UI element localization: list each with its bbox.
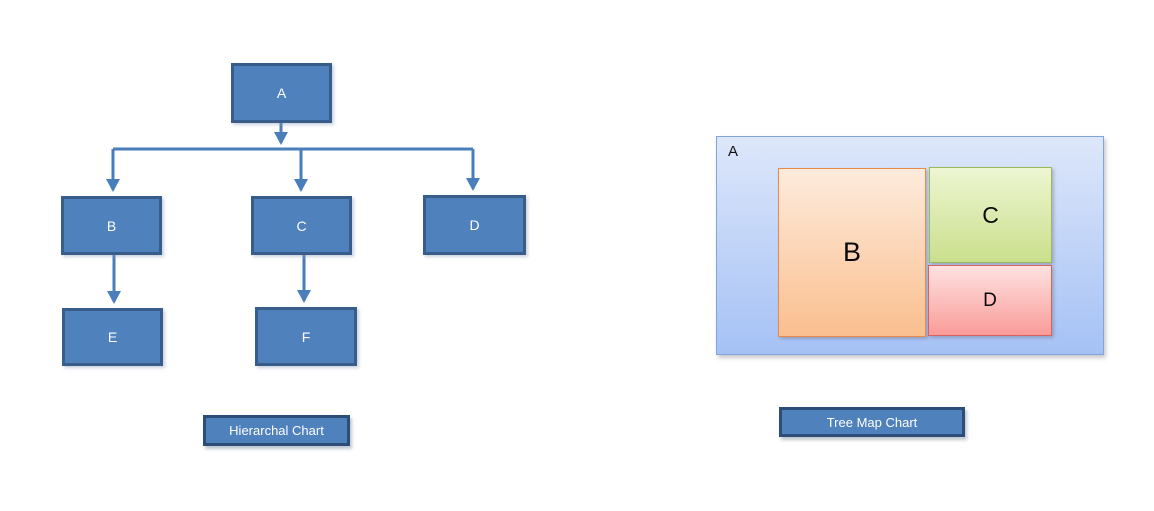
hierarchy-node-label: D — [469, 217, 480, 233]
hierarchy-node-E: E — [62, 308, 163, 366]
treemap-root-label: A — [728, 143, 739, 160]
hierarchy-node-B: B — [61, 196, 162, 255]
hierarchy-node-label: E — [107, 329, 118, 345]
treemap-region-label: B — [842, 237, 861, 267]
hierarchy-node-C: C — [251, 196, 352, 255]
treemap-root-region-A: A B C D — [716, 136, 1104, 355]
hierarchy-chart-caption: Hierarchal Chart — [203, 415, 350, 446]
treemap-region-D: D — [928, 265, 1052, 336]
hierarchy-node-label: C — [296, 217, 307, 234]
hierarchy-node-A: A — [231, 63, 332, 123]
treemap-chart-caption-label: Tree Map Chart — [826, 414, 918, 430]
treemap-region-B: B — [778, 168, 926, 337]
treemap-region-label: D — [983, 289, 997, 311]
hierarchy-node-label: B — [106, 217, 117, 234]
treemap-region-C: C — [929, 167, 1052, 263]
hierarchy-node-label: F — [301, 328, 311, 345]
treemap-region-label: C — [982, 201, 999, 228]
hierarchy-node-D: D — [423, 195, 526, 255]
hierarchy-node-label: A — [276, 85, 287, 101]
hierarchy-chart-caption-label: Hierarchal Chart — [229, 423, 324, 438]
hierarchy-node-F: F — [255, 307, 357, 366]
treemap-chart-caption: Tree Map Chart — [779, 407, 965, 437]
